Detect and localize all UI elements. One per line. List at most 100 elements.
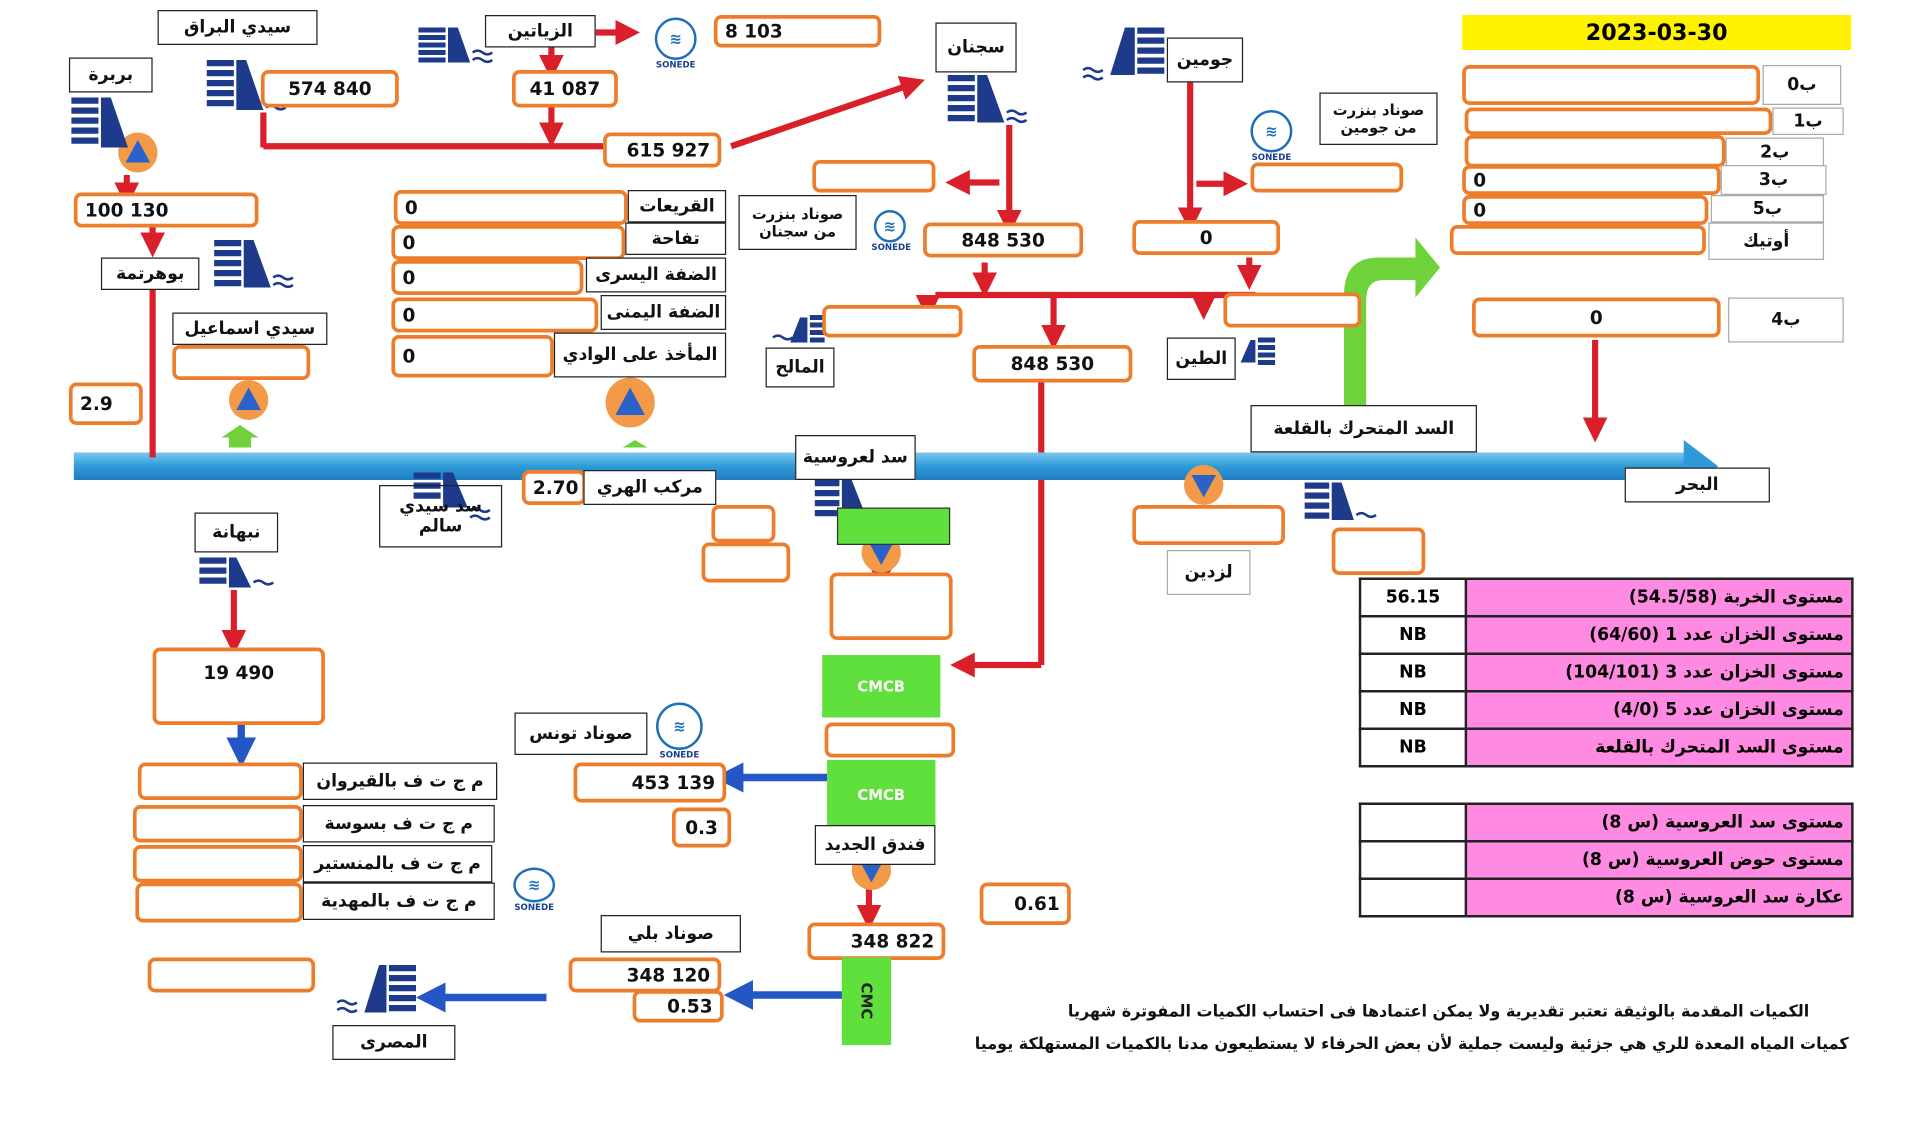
label-autik: أوتيك: [1708, 222, 1825, 260]
level-label: مستوى الخزان عدد 3 (104/101): [1464, 652, 1854, 693]
level-label: مستوى الخربة (54.5/58): [1464, 577, 1854, 618]
laroussia-level-value: [1358, 877, 1468, 918]
label-lezdine: لزدين: [1166, 550, 1251, 595]
value-b4: 0: [1472, 297, 1721, 338]
value-sonede-beli: 348 120: [568, 957, 722, 993]
label-b3: ب3: [1720, 165, 1827, 195]
laroussia-levels-table: مستوى سد العروسية (س 8)مستوى حوض العروسي…: [1358, 802, 1854, 918]
value-sousse: [132, 805, 303, 843]
value-right-bank: 0: [391, 297, 599, 333]
label-tine: الطين: [1166, 337, 1236, 380]
label-barbra: بربرة: [68, 57, 153, 93]
value-tfaha: 0: [391, 225, 626, 260]
value-b5: 0: [1462, 195, 1709, 225]
laroussia-level-row: مستوى حوض العروسية (س 8): [1358, 840, 1854, 880]
label-joumine: جومين: [1166, 37, 1244, 83]
level-value: NB: [1358, 690, 1468, 730]
label-kairouan: م ج ت ف بالقيروان: [302, 762, 498, 800]
level-label: مستوى السد المتحرك بالقلعة: [1464, 727, 1854, 768]
laroussia-level-value: [1358, 802, 1468, 843]
label-bouhertma: بوهرتمة: [100, 257, 200, 290]
cmcb-canal-1: CMCB: [822, 655, 941, 718]
sonede-logo-icon: ≋SONEDE: [871, 210, 911, 253]
label-sonede-bizerte-joumine: صوناد بنزرت من جومين: [1319, 92, 1438, 145]
label-sonede-tunis: صوناد تونس: [514, 712, 648, 755]
label-laroussia-dam: سد لعروسية: [795, 435, 916, 480]
value-tine-in: [1223, 292, 1362, 328]
value-qrayat: 0: [393, 190, 628, 225]
label-sonede-bizerte-sejnane: صوناد بنزرت من سجنان: [738, 195, 857, 250]
laroussia-level-label: عكارة سد العروسية (س 8): [1464, 877, 1854, 918]
blue-pipes: [226, 725, 845, 1013]
value-laroussia-b: [701, 542, 791, 583]
sonede-logo-icon: ≋SONEDE: [655, 702, 704, 760]
note-estimate: الكميات المقدمة بالوثيقة تعتبر تقديرية و…: [1067, 1002, 1810, 1022]
sonede-logo-icon: ≋SONEDE: [654, 17, 697, 70]
label-mahdia: م ج ت ف بالمهدية: [302, 882, 495, 920]
label-qrayat: القريعات: [627, 190, 727, 223]
label-tfaha: تفاحة: [625, 222, 727, 255]
red-flows: [114, 20, 1608, 930]
label-right-bank: الضفة اليمنى: [600, 295, 727, 330]
laroussia-level-label: مستوى سد العروسية (س 8): [1464, 802, 1854, 843]
label-left-bank: الضفة اليسرى: [585, 257, 727, 293]
level-value: NB: [1358, 652, 1468, 693]
label-zyatine: الزياتين: [484, 15, 596, 48]
label-sea: البحر: [1624, 467, 1770, 503]
label-monastir: م ج ت ف بالمنستير: [302, 845, 493, 883]
value-mid-transfer: 848 530: [972, 345, 1133, 383]
label-sidi-ismail: سيدي اسماعيل: [172, 312, 328, 345]
value-joumine: 0: [1132, 220, 1281, 255]
value-b1: [1464, 107, 1773, 135]
label-nebhana: نبهانة: [194, 512, 279, 553]
value-left-bank: 0: [391, 260, 584, 295]
label-sonede-beli: صوناد بلي: [600, 915, 741, 953]
value-cmcb: [824, 722, 956, 758]
value-barbra: 100 130: [73, 192, 259, 228]
note-irrigation: كميات المياه المعدة للري هي جزئية وليست …: [974, 1035, 1849, 1054]
value-bouhertma-release: 2.9: [68, 382, 143, 425]
value-zyatine-out: 8 103: [713, 15, 882, 48]
value-fondouk-jedid: 348 822: [807, 922, 946, 960]
level-label: مستوى الخزان عدد 5 (4/0): [1464, 690, 1854, 730]
value-mahdia: [135, 882, 303, 923]
sonede-logo-icon: ≋SONEDE: [510, 867, 559, 913]
level-label: مستوى الخزان عدد 1 (64/60): [1464, 615, 1854, 655]
value-lezdine: [1132, 505, 1285, 545]
value-sejnane: 848 530: [923, 222, 1084, 258]
value-b0: [1462, 65, 1761, 105]
green-canal: [221, 237, 1441, 448]
label-malah: المالح: [765, 347, 835, 388]
level-value: NB: [1358, 727, 1468, 768]
value-b3: 0: [1462, 165, 1721, 195]
label-fondouk-jedid: فندق الجديد: [814, 825, 936, 865]
label-sidi-barrak: سيدي البراق: [157, 10, 318, 45]
value-kairouan: [137, 762, 303, 800]
value-sidi-ismail: [172, 345, 311, 380]
label-wadi-intake: المأخذ على الوادي: [553, 332, 727, 378]
value-nebhana: 19 490: [152, 647, 325, 725]
value-qalaa-out: [1331, 527, 1426, 575]
value-fondouk-rate: 0.61: [979, 882, 1071, 925]
value-sidi-salem-release: 2.70: [521, 470, 586, 505]
label-b0: ب0: [1762, 65, 1842, 105]
label-mobile-dam-qalaa: السد المتحرك بالقلعة: [1250, 405, 1477, 453]
laroussia-level-value: [1358, 840, 1468, 880]
value-laroussia-pump: [829, 572, 953, 640]
value-sejnane-side: [812, 160, 936, 193]
value-sonede-tunis-rate: 0.3: [672, 807, 732, 848]
label-b5: ب5: [1710, 195, 1825, 223]
value-laroussia-a: [711, 505, 776, 543]
level-value: NB: [1358, 615, 1468, 655]
laroussia-green-box: [836, 507, 951, 545]
value-wadi-intake: 0: [391, 335, 554, 378]
cmc-canal: CMC: [841, 957, 892, 1045]
laroussia-level-label: مستوى حوض العروسية (س 8): [1464, 840, 1854, 880]
value-monastir: [132, 845, 303, 883]
